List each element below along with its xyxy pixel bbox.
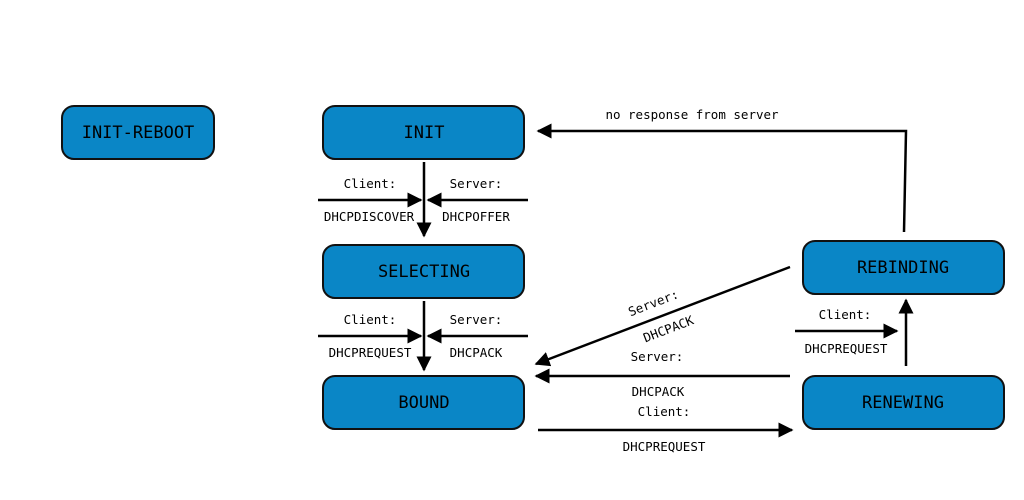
no-response-label: no response from server (605, 107, 779, 122)
state-selecting-label: SELECTING (378, 262, 470, 282)
state-rebinding-label: REBINDING (857, 258, 949, 278)
client-message: DHCPREQUEST (623, 439, 706, 454)
arrow-rebinding-bound (534, 265, 791, 367)
server-message: DHCPACK (641, 312, 696, 345)
transition-bound-to-renewing: Client: DHCPREQUEST (538, 404, 794, 454)
state-bound: BOUND (322, 375, 525, 430)
client-label: Client: (638, 404, 691, 419)
server-message: DHCPOFFER (442, 209, 510, 224)
server-message: DHCPACK (450, 345, 503, 360)
server-label: Server: (450, 312, 503, 327)
transition-renewing-to-bound: Server: DHCPACK (534, 349, 790, 399)
server-label: Server: (626, 286, 681, 319)
state-selecting: SELECTING (322, 244, 525, 299)
server-label: Server: (631, 349, 684, 364)
state-bound-label: BOUND (398, 393, 449, 413)
client-label: Client: (344, 312, 397, 327)
state-rebinding: REBINDING (802, 240, 1005, 295)
state-renewing-label: RENEWING (862, 393, 944, 413)
arrow-rebinding-init (536, 123, 908, 233)
client-message: DHCPREQUEST (805, 341, 888, 356)
client-message: DHCPREQUEST (329, 345, 412, 360)
state-init: INIT (322, 105, 525, 160)
client-label: Client: (819, 307, 872, 322)
client-message: DHCPDISCOVER (324, 209, 415, 224)
state-init-reboot-label: INIT-REBOOT (82, 123, 195, 143)
server-label: Server: (450, 176, 503, 191)
state-init-label: INIT (404, 123, 445, 143)
state-init-reboot: INIT-REBOOT (61, 105, 215, 160)
server-message: DHCPACK (632, 384, 685, 399)
transition-selecting-to-bound: Client: DHCPREQUEST Server: DHCPACK (318, 301, 528, 372)
client-label: Client: (344, 176, 397, 191)
transition-init-to-selecting: Client: DHCPDISCOVER Server: DHCPOFFER (318, 162, 528, 238)
transition-rebinding-to-init: no response from server (536, 107, 908, 233)
transition-renewing-to-rebinding: Client: DHCPREQUEST (795, 298, 914, 366)
state-renewing: RENEWING (802, 375, 1005, 430)
